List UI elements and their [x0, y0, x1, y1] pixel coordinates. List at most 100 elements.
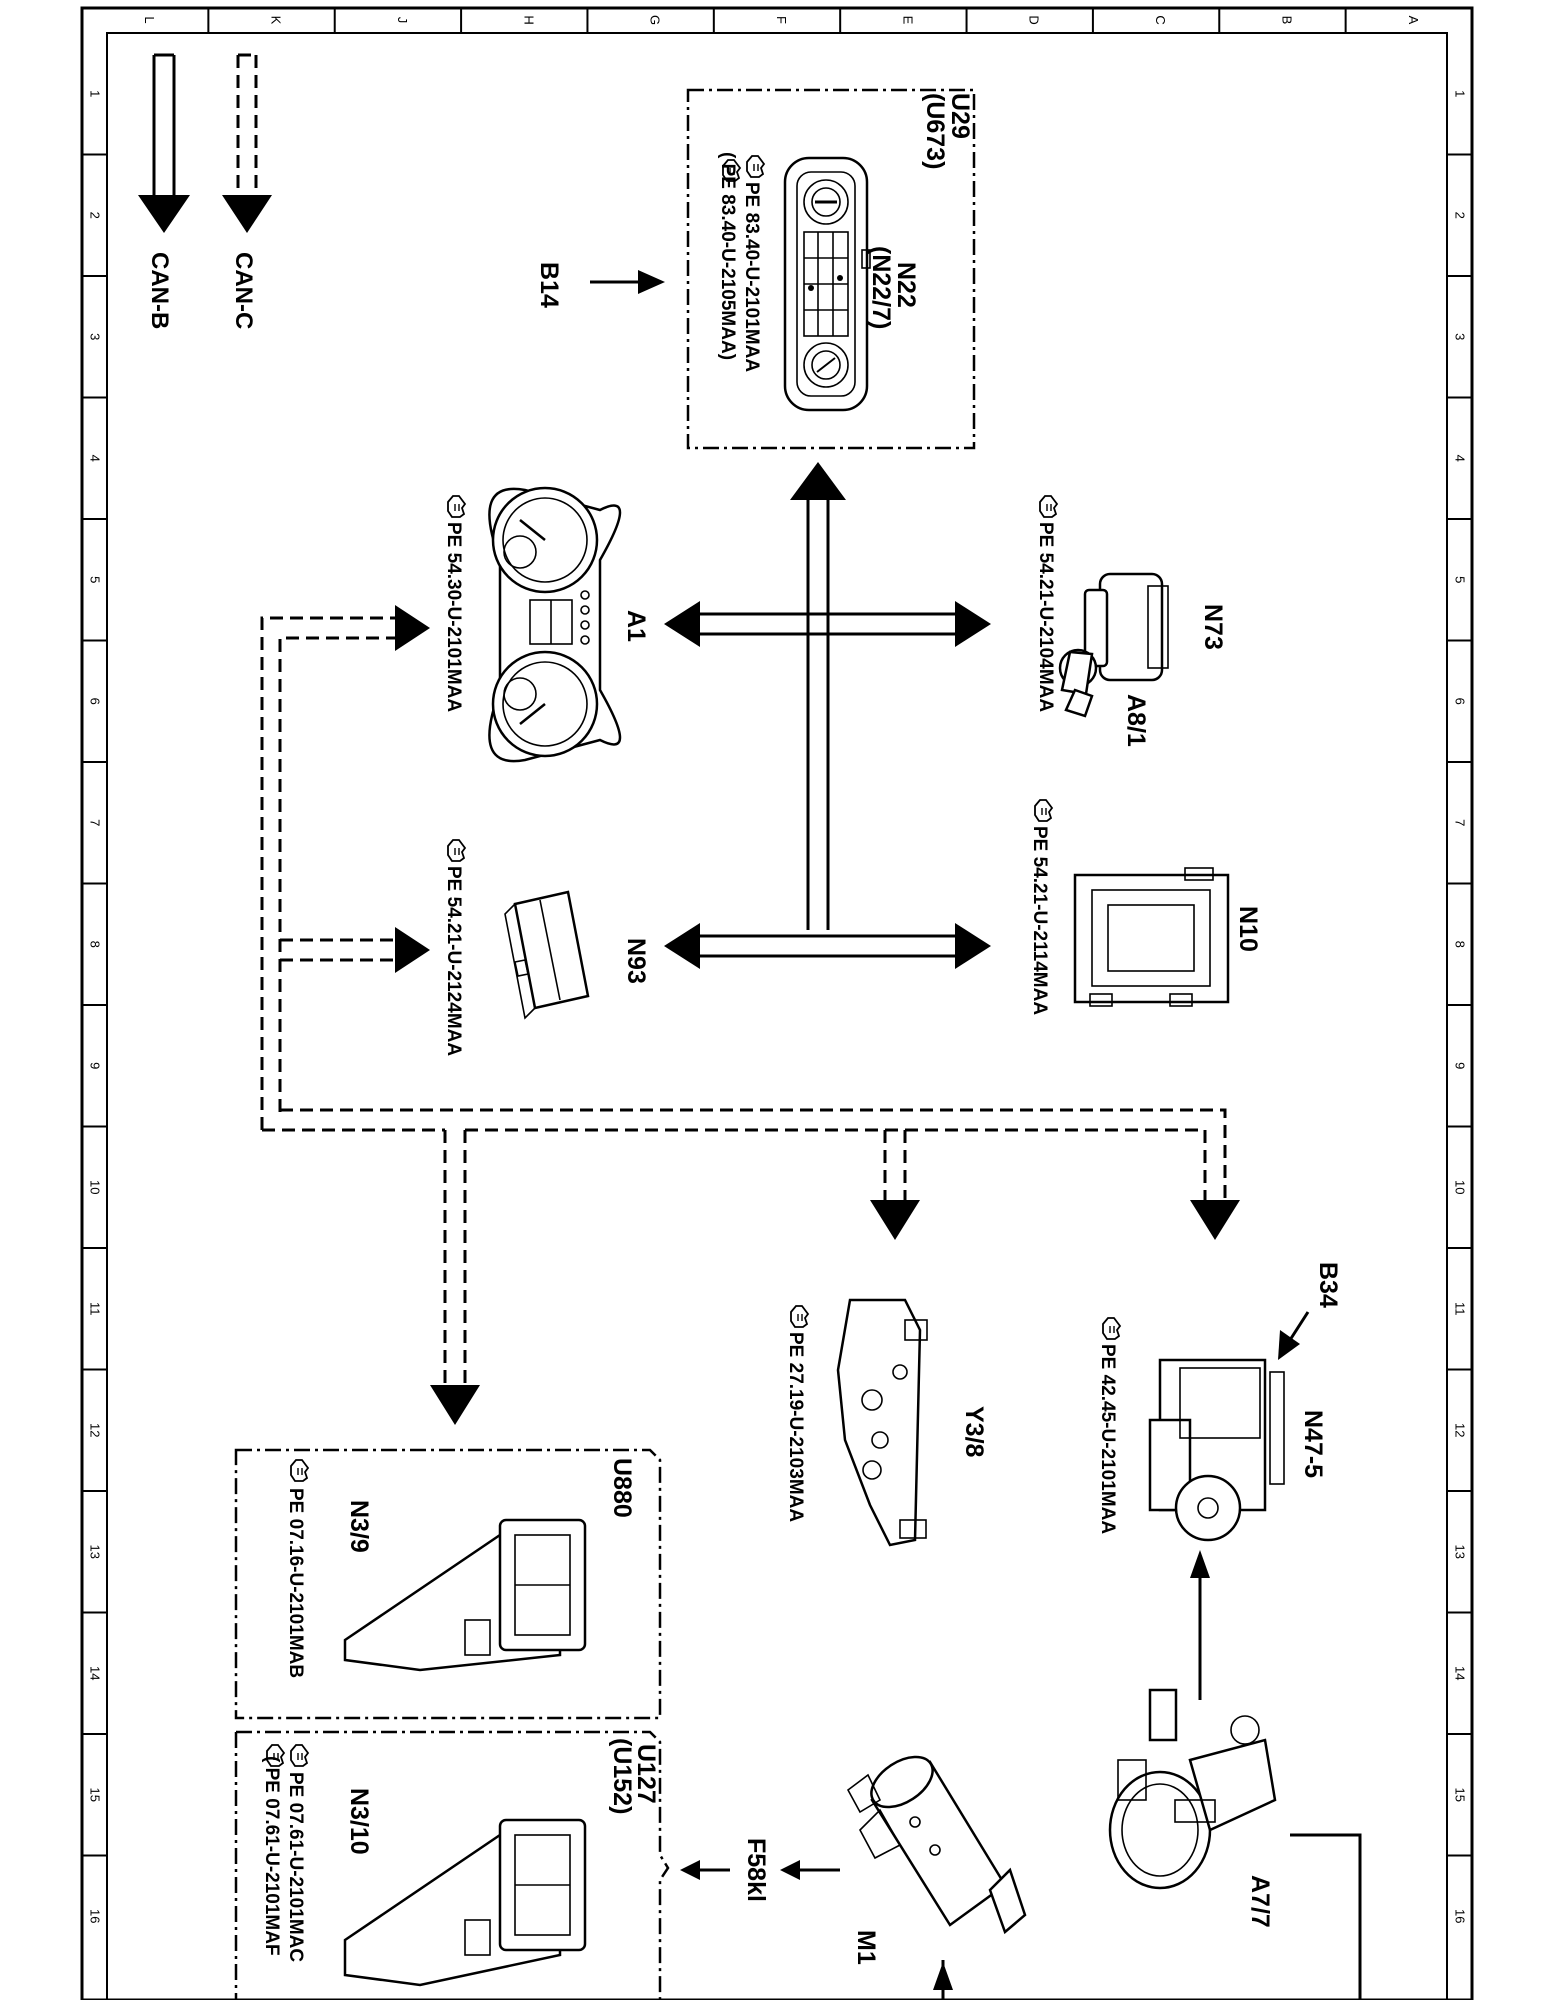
n3-9-ecu [343, 1518, 587, 1672]
grid-number: 4 [88, 455, 103, 462]
n10-label: N10 [1234, 906, 1262, 952]
legend: CAN-C CAN-B [138, 53, 272, 329]
n47-5-label: N47-5 [1299, 1410, 1327, 1478]
grid-number: 11 [88, 1302, 103, 1316]
n93-ref: PE 54.21-U-2124MAA [443, 866, 464, 1056]
grid-number: 8 [1453, 941, 1468, 948]
u127-group: U127 (U152) N3/10 PE 07.61-U-2101MAC ( P… [234, 1730, 670, 2000]
grid-number: 7 [1453, 819, 1468, 826]
grid-number: 1 [88, 90, 103, 97]
grid-number: 4 [1453, 455, 1468, 462]
n3-10-ref-2: ( PE 07.61-U-2101MAF [261, 1756, 282, 1956]
grid-number: 1 [1453, 90, 1468, 97]
m1-input-arrow [933, 1960, 953, 2000]
grid-number: 2 [1453, 212, 1468, 219]
grid-number: 9 [88, 1062, 103, 1069]
legend-can-c: CAN-C [230, 252, 257, 329]
u29-label: U29 [946, 93, 974, 139]
can-c-bus [260, 605, 1240, 1425]
n3-10-label: N3/10 [345, 1788, 373, 1855]
grid-number: 10 [88, 1180, 103, 1194]
grid-number: 5 [88, 576, 103, 583]
grid-letter: F [774, 16, 789, 24]
u152-label: (U152) [608, 1738, 636, 1814]
grid-letter: J [395, 17, 410, 24]
n22-ref-1: PE 83.40-U-2101MAA [741, 182, 762, 372]
b14-arrow [590, 270, 665, 294]
u29-group: U29 (U673) N22 (N22/7) PE 83.40-U-2101MA… [686, 88, 976, 450]
n3-9-ref: PE 07.16-U-2101MAB [285, 1488, 306, 1678]
grid-number: 12 [88, 1423, 103, 1437]
n22-climate-panel [783, 156, 871, 412]
n47-5-esp-unit [1148, 1358, 1285, 1542]
grid-letter: E [900, 16, 915, 25]
can-b-bus [664, 462, 991, 969]
y3-8-ref: PE 27.19-U-2103MAA [785, 1332, 806, 1522]
grid-number: 13 [88, 1545, 103, 1559]
grid-number: 12 [1453, 1423, 1468, 1437]
n47-5-ref: PE 42.45-U-2101MAA [1097, 1344, 1118, 1534]
grid-number: 3 [88, 333, 103, 340]
grid-letter: A [1406, 16, 1421, 25]
grid-number: 6 [1453, 698, 1468, 705]
grid-number: 16 [1453, 1909, 1468, 1923]
n93-gateway [504, 890, 590, 1020]
u673-label: (U673) [921, 93, 949, 169]
grid-letter: G [648, 15, 663, 25]
a8-1-label: A8/1 [1122, 694, 1150, 747]
grid-number: 8 [88, 941, 103, 948]
grid-number: 6 [88, 698, 103, 705]
a7-7-label: A7/7 [1246, 1875, 1274, 1928]
n73-label: N73 [1199, 604, 1227, 650]
n22-label: N22 [892, 262, 920, 308]
grid-number: 3 [1453, 333, 1468, 340]
n3-10-ref-1: PE 07.61-U-2101MAC [285, 1772, 306, 1962]
grid-number: 16 [88, 1909, 103, 1923]
n10-ref: PE 54.21-U-2114MAA [1029, 826, 1050, 1015]
n73-ref: PE 54.21-U-2104MAA [1035, 522, 1056, 712]
a1-label: A1 [622, 610, 650, 642]
a1-instrument-cluster [488, 486, 622, 763]
n93-label: N93 [622, 938, 650, 984]
grid-letter: H [521, 15, 536, 24]
legend-can-b: CAN-B [146, 252, 173, 329]
f58kl-label: F58kl [742, 1838, 770, 1902]
grid-number: 13 [1453, 1545, 1468, 1559]
a7-7-brake-booster [1108, 1688, 1277, 1890]
grid-letter: C [1153, 15, 1168, 24]
grid-number: 10 [1453, 1180, 1468, 1194]
grid-number: 5 [1453, 576, 1468, 583]
a1-ref: PE 54.30-U-2101MAA [443, 522, 464, 712]
grid-number: 9 [1453, 1062, 1468, 1069]
can-b-legend-arrow [138, 53, 190, 233]
grid-number: 15 [1453, 1788, 1468, 1802]
m1-label: M1 [852, 1930, 880, 1965]
grid-letter: B [1279, 16, 1294, 25]
a7-7-to-n47-5-arrow [1190, 1550, 1210, 1700]
u880-label: U880 [608, 1458, 636, 1518]
grid-number: 14 [88, 1666, 103, 1680]
grid-letter: K [269, 16, 284, 25]
grid-number: 14 [1453, 1666, 1468, 1680]
grid-number: 7 [88, 819, 103, 826]
n22-ref-2: ( PE 83.40-U-2105MAA) [717, 152, 738, 360]
n3-10-ecu [343, 1818, 587, 1987]
a7-7-connector-line [1290, 1833, 1362, 2000]
n3-9-label: N3/9 [345, 1500, 373, 1553]
can-c-legend-arrow [222, 53, 272, 233]
grid-letter: D [1027, 15, 1042, 24]
b34-label: B34 [1314, 1262, 1342, 1308]
n73-ignition-switch [1058, 572, 1169, 718]
n10-sam-module [1073, 867, 1230, 1007]
grid-letter: L [142, 16, 157, 23]
m1-starter-motor [846, 1755, 1027, 1935]
n22-7-label: (N22/7) [867, 246, 895, 329]
y3-8-label: Y3/8 [960, 1406, 988, 1458]
u880-group: U880 N3/9 PE 07.16-U-2101MAB [234, 1448, 662, 1720]
b34-pointer-arrow [1278, 1311, 1310, 1360]
